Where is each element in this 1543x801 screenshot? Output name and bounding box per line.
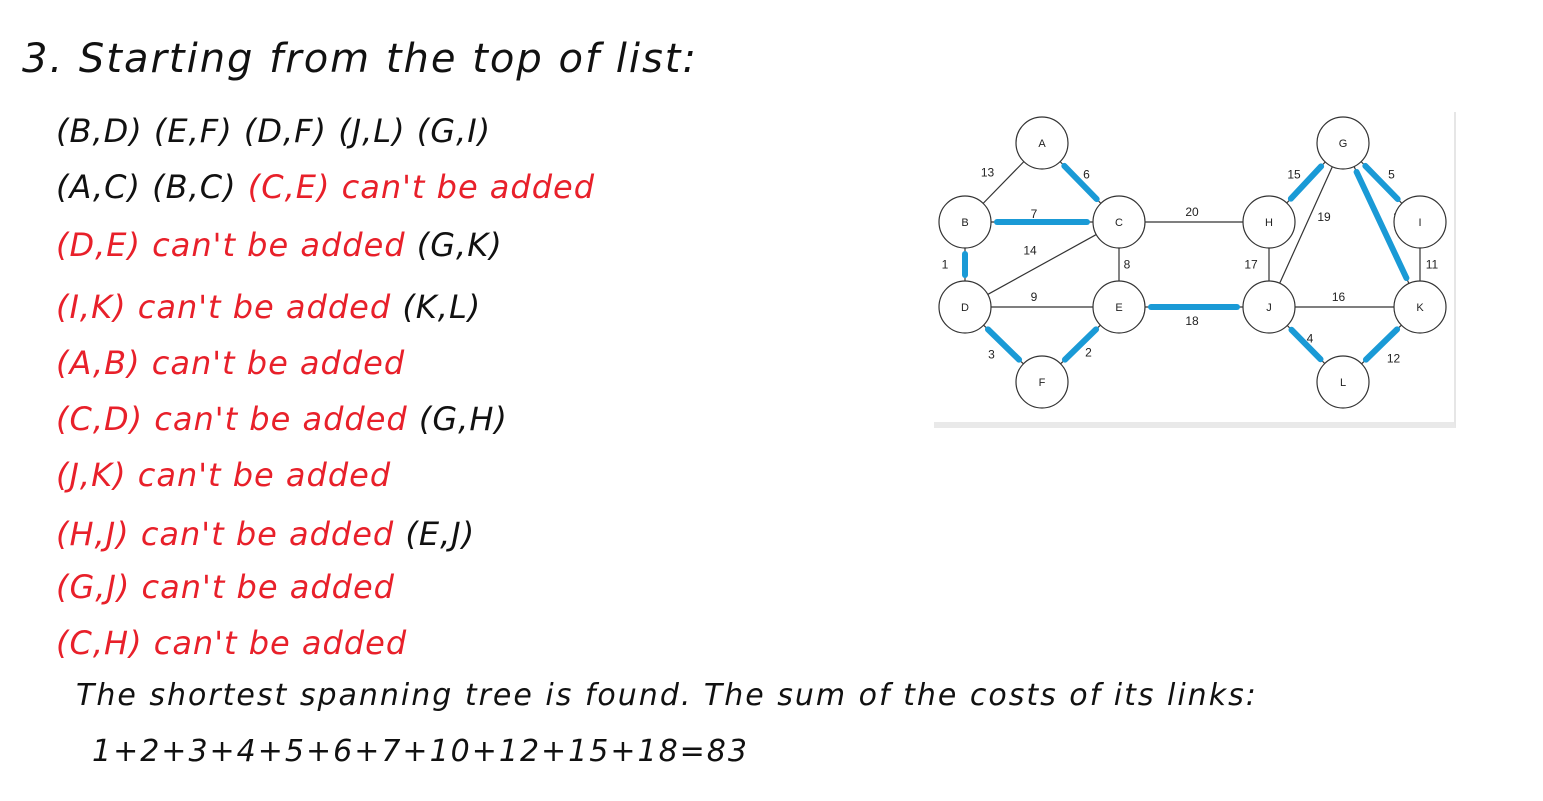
node-label: H — [1265, 217, 1273, 229]
edge-weight-label: 18 — [1185, 314, 1199, 328]
rejected-edge-text: (A,B) can't be added — [56, 344, 406, 382]
graph-node-G — [1316, 116, 1370, 170]
rejected-edge-text: (D,E) can't be added — [56, 226, 406, 264]
rejected-edge-text: (G,J) can't be added — [56, 568, 395, 606]
list-line: (J,K) can't be added — [56, 456, 391, 494]
mst-highlight-D-F — [984, 326, 1023, 363]
list-line: (H,J) can't be added (E,J) — [56, 515, 475, 553]
list-line: (C,H) can't be added — [56, 624, 407, 662]
accepted-edge-text: (B,D) (E,F) (D,F) (J,L) (G,I) — [56, 112, 492, 150]
graph-node-C — [1092, 195, 1146, 249]
edge-weight-label: 13 — [981, 166, 995, 180]
node-label: A — [1038, 138, 1046, 150]
edge-weight-label: 7 — [1031, 207, 1038, 221]
list-line: (I,K) can't be added (K,L) — [56, 288, 481, 326]
edge-weight-label: 20 — [1185, 205, 1199, 219]
list-line: (A,C) (B,C) (C,E) can't be added — [56, 168, 595, 206]
graph-node-A — [1015, 116, 1069, 170]
edge-weight-label: 12 — [1387, 352, 1401, 366]
accepted-edge-text: (G,H) — [407, 400, 508, 438]
graph-node-K — [1393, 280, 1447, 334]
mst-highlight-E-F — [1061, 326, 1100, 363]
list-line: (C,D) can't be added (G,H) — [56, 400, 508, 438]
edge-weight-label: 6 — [1083, 168, 1090, 182]
mst-highlight-G-I — [1362, 162, 1401, 203]
list-line: (D,E) can't be added (G,K) — [56, 226, 503, 264]
node-label: I — [1418, 217, 1421, 229]
graph-edge-C-D — [987, 234, 1097, 295]
graph-node-I — [1393, 195, 1447, 249]
edge-weight-label: 4 — [1307, 332, 1314, 346]
edge-weight-label: 9 — [1031, 290, 1038, 304]
problem-heading: 3. Starting from the top of list: — [22, 36, 698, 82]
node-label: F — [1039, 377, 1046, 389]
graph-edge-G-J — [1279, 166, 1333, 284]
node-label: G — [1339, 138, 1348, 150]
edge-weight-label: 11 — [1426, 258, 1439, 272]
edge-weight-label: 14 — [1023, 244, 1037, 258]
node-label: E — [1115, 302, 1122, 314]
rejected-edge-text: (I,K) can't be added — [56, 288, 392, 326]
graph-figure: 1367114820932181551910171116412ABCDEFGHI… — [934, 112, 1456, 428]
edge-weight-label: 8 — [1124, 258, 1131, 272]
accepted-edge-text: (E,J) — [394, 515, 476, 553]
edge-weight-label: 17 — [1244, 258, 1258, 272]
graph-node-E — [1092, 280, 1146, 334]
mst-highlight-A-C — [1061, 162, 1100, 203]
graph-node-F — [1015, 355, 1069, 409]
accepted-edge-text: (A,C) (B,C) — [56, 168, 237, 206]
graph-node-D — [938, 280, 992, 334]
list-line: (A,B) can't be added — [56, 344, 405, 382]
node-label: L — [1340, 377, 1346, 389]
node-label: C — [1115, 217, 1123, 229]
accepted-edge-text: (K,L) — [391, 288, 482, 326]
accepted-edge-text: (G,K) — [405, 226, 503, 264]
mst-highlight-J-L — [1288, 326, 1324, 363]
list-line: (B,D) (E,F) (D,F) (J,L) (G,I) — [56, 112, 491, 150]
graph-node-L — [1316, 355, 1370, 409]
rejected-edge-text: (C,H) can't be added — [56, 624, 408, 662]
mst-highlight-K-L — [1362, 326, 1401, 363]
graph-node-H — [1242, 195, 1296, 249]
sum-equation: 1+2+3+4+5+6+7+10+12+15+18=83 — [92, 734, 749, 769]
rejected-edge-text: (C,D) can't be added — [56, 400, 408, 438]
node-label: B — [961, 217, 968, 229]
mst-highlight-G-H — [1287, 163, 1325, 202]
network-graph: 1367114820932181551910171116412ABCDEFGHI… — [938, 116, 1447, 409]
node-label: K — [1416, 302, 1424, 314]
conclusion-text: The shortest spanning tree is found. The… — [76, 678, 1258, 713]
edge-weight-label: 16 — [1332, 290, 1346, 304]
rejected-edge-text: (C,E) can't be added — [236, 168, 596, 206]
node-label: J — [1266, 302, 1272, 314]
edge-weight-label: 15 — [1287, 168, 1301, 182]
mst-highlight-G-K — [1353, 168, 1410, 282]
rejected-edge-text: (J,K) can't be added — [56, 456, 392, 494]
graph-node-J — [1242, 280, 1296, 334]
edge-weight-label: 1 — [942, 258, 949, 272]
graph-edge-A-B — [982, 161, 1025, 204]
edge-weight-label: 3 — [988, 348, 995, 362]
edge-weight-label: 19 — [1317, 210, 1331, 224]
list-line: (G,J) can't be added — [56, 568, 395, 606]
rejected-edge-text: (H,J) can't be added — [56, 515, 395, 553]
graph-node-B — [938, 195, 992, 249]
node-label: D — [961, 302, 969, 314]
edge-weight-label: 2 — [1085, 346, 1092, 360]
edge-weight-label: 5 — [1388, 168, 1395, 182]
